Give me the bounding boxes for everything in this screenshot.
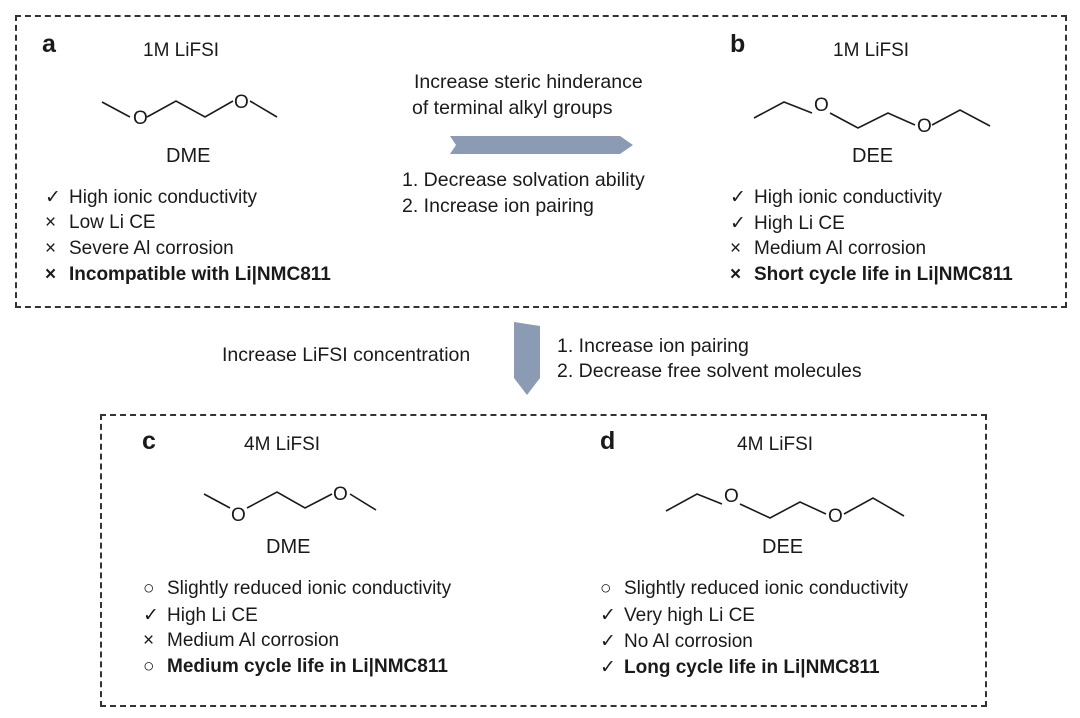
- oxygen-atom: O: [814, 95, 829, 116]
- panel-b-molecule-name: DEE: [852, 145, 894, 167]
- bottom-panel-box: [100, 414, 987, 707]
- check-icon: ✓: [730, 213, 746, 234]
- oxygen-atom: O: [724, 486, 739, 507]
- panel-c-prop-2: ✓High Li CE: [143, 605, 258, 626]
- steric-effect-1: 1. Decrease solvation ability: [402, 169, 645, 191]
- cross-icon: ×: [143, 630, 155, 651]
- oxygen-atom: O: [133, 108, 148, 129]
- panel-b-prop-2: ✓High Li CE: [730, 213, 845, 234]
- oxygen-atom: O: [917, 116, 932, 137]
- panel-c-concentration: 4M LiFSI: [244, 434, 321, 455]
- oxygen-atom: O: [231, 505, 246, 526]
- check-icon: ✓: [600, 631, 616, 652]
- panel-a-prop-2: ×Low Li CE: [45, 212, 156, 233]
- top-panel-box: [15, 15, 1067, 308]
- panel-c-letter: c: [142, 427, 156, 455]
- circle-icon: ○: [143, 578, 155, 599]
- check-icon: ✓: [730, 187, 746, 208]
- cross-icon: ×: [730, 238, 742, 259]
- circle-icon: ○: [143, 656, 155, 677]
- panel-d-letter: d: [600, 427, 616, 455]
- oxygen-atom: O: [234, 92, 249, 113]
- panel-b-prop-1: ✓High ionic conductivity: [730, 187, 942, 208]
- cross-icon: ×: [730, 264, 742, 285]
- panel-b-concentration: 1M LiFSI: [833, 40, 910, 61]
- concentration-effect-2: 2. Decrease free solvent molecules: [557, 360, 862, 382]
- panel-c-prop-3: ×Medium Al corrosion: [143, 630, 340, 651]
- panel-a-letter: a: [42, 30, 56, 58]
- panel-d-prop-3: ✓No Al corrosion: [600, 631, 753, 652]
- dee-structure-b: O O: [753, 95, 991, 137]
- panel-a-concentration: 1M LiFSI: [143, 40, 220, 61]
- panel-d-concentration: 4M LiFSI: [737, 434, 814, 455]
- panel-a-prop-3: ×Severe Al corrosion: [45, 238, 234, 259]
- cross-icon: ×: [45, 212, 57, 233]
- check-icon: ✓: [45, 187, 61, 208]
- steric-title-line-1: Increase steric hinderance: [414, 71, 643, 93]
- panel-d-molecule-name: DEE: [762, 536, 804, 558]
- circle-icon: ○: [600, 578, 612, 599]
- right-arrow-icon: [450, 136, 633, 154]
- panel-b-prop-3: ×Medium Al corrosion: [730, 238, 927, 259]
- panel-a-prop-1: ✓High ionic conductivity: [45, 187, 257, 208]
- panel-a-prop-4: ×Incompatible with Li|NMC811: [45, 264, 331, 285]
- panel-b-prop-4: ×Short cycle life in Li|NMC811: [730, 264, 1013, 285]
- dee-structure-d: O O: [665, 486, 905, 527]
- panel-d-prop-1: ○Slightly reduced ionic conductivity: [600, 578, 909, 599]
- down-arrow-icon: [514, 322, 540, 395]
- check-icon: ✓: [143, 605, 159, 626]
- oxygen-atom: O: [333, 484, 348, 505]
- oxygen-atom: O: [828, 506, 843, 527]
- panel-d-prop-2: ✓Very high Li CE: [600, 605, 755, 626]
- steric-title-line-2: of terminal alkyl groups: [412, 97, 613, 119]
- concentration-label: Increase LiFSI concentration: [222, 344, 471, 366]
- dme-structure-c: O O: [203, 484, 377, 526]
- dme-structure-a: O O: [101, 92, 278, 129]
- cross-icon: ×: [45, 264, 57, 285]
- panel-b-letter: b: [730, 30, 746, 58]
- panel-c-prop-1: ○Slightly reduced ionic conductivity: [143, 578, 452, 599]
- steric-effect-2: 2. Increase ion pairing: [402, 195, 594, 217]
- concentration-effect-1: 1. Increase ion pairing: [557, 335, 749, 357]
- panel-d-prop-4: ✓Long cycle life in Li|NMC811: [600, 657, 880, 678]
- panel-c-molecule-name: DME: [266, 536, 311, 558]
- check-icon: ✓: [600, 605, 616, 626]
- panel-a-molecule-name: DME: [166, 145, 211, 167]
- cross-icon: ×: [45, 238, 57, 259]
- check-icon: ✓: [600, 657, 616, 678]
- panel-c-prop-4: ○Medium cycle life in Li|NMC811: [143, 656, 448, 677]
